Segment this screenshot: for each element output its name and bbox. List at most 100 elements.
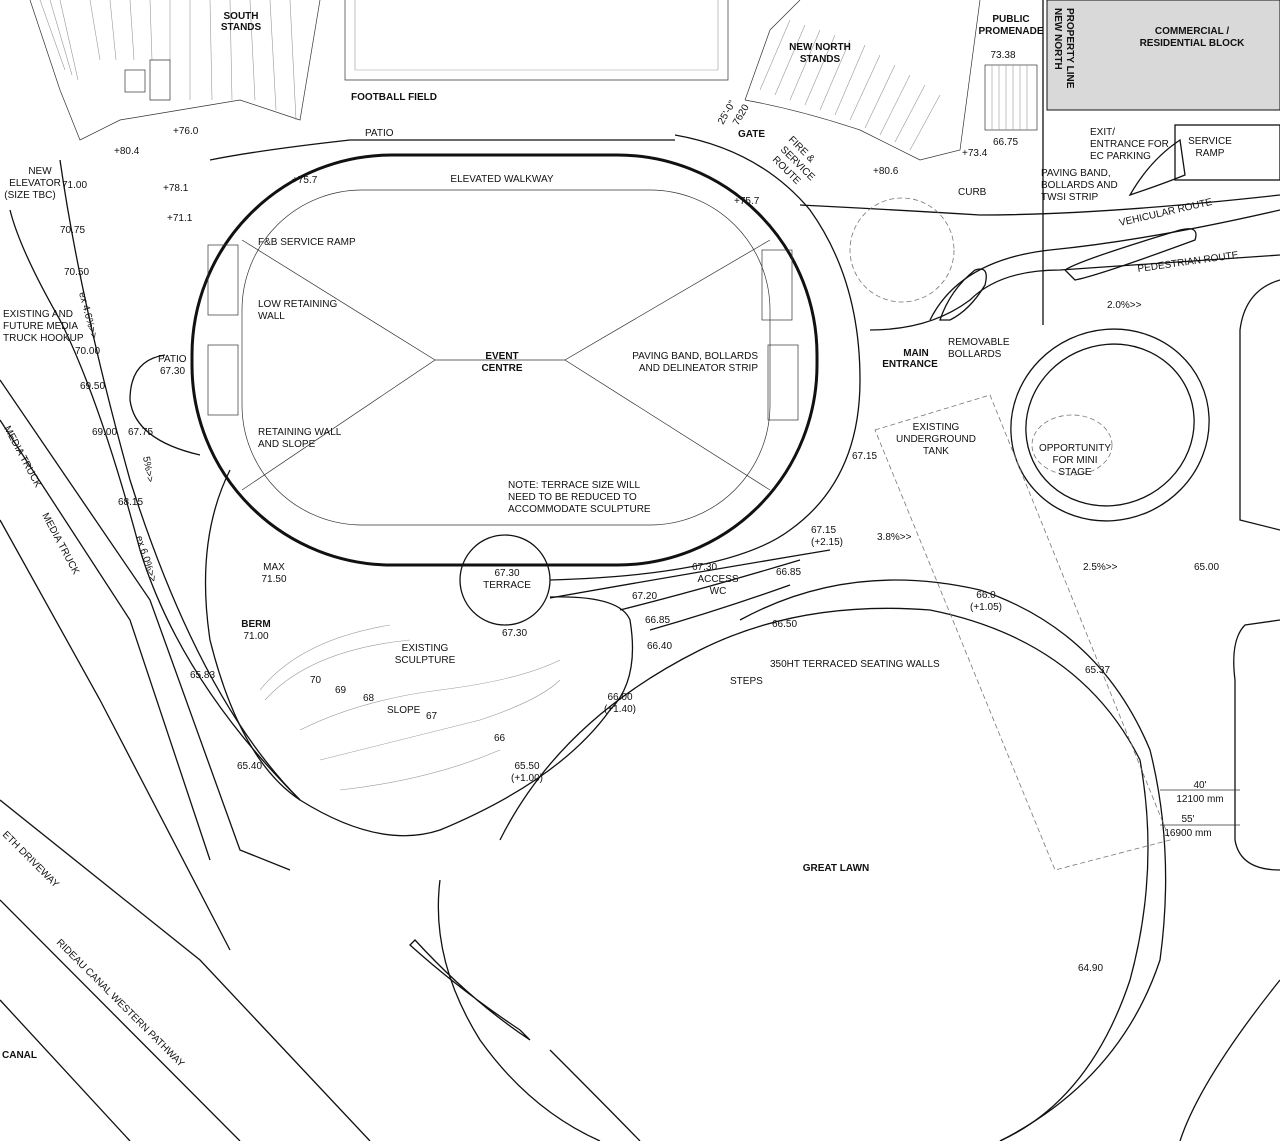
- label-elev-6600-2: (+1.40): [604, 704, 636, 715]
- label-contour-66: 66: [494, 733, 506, 744]
- label-elev-734: +73.4: [962, 148, 988, 159]
- label-commercial-2: RESIDENTIAL BLOCK: [1140, 38, 1246, 49]
- label-access-wc-2: WC: [710, 586, 727, 597]
- label-promenade-2: PROMENADE: [978, 26, 1043, 37]
- label-great-lawn: GREAT LAWN: [803, 863, 869, 874]
- label-pedestrian: PEDESTRIAN ROUTE: [1137, 250, 1240, 275]
- label-stage-1: OPPORTUNITY: [1039, 443, 1111, 454]
- label-paving-top-3: TWSI STRIP: [1041, 192, 1099, 203]
- label-media-truck-b: MEDIA TRUCK: [39, 511, 81, 577]
- label-elev-6490: 64.90: [1078, 963, 1103, 974]
- label-elev-6950: 69.50: [80, 381, 105, 392]
- label-note-1: NOTE: TERRACE SIZE WILL: [508, 480, 640, 491]
- label-grade-38: 3.8%>>: [877, 532, 912, 543]
- label-ex60: ex 6.0%>>: [133, 535, 158, 584]
- label-sculpture-2: SCULPTURE: [395, 655, 456, 666]
- label-elev-804: +80.4: [114, 146, 140, 157]
- label-elev-6715: 67.15: [852, 451, 877, 462]
- label-low-wall-1: LOW RETAINING: [258, 299, 337, 310]
- label-elev-6685b: 66.85: [645, 615, 670, 626]
- label-elev-781: +78.1: [163, 183, 189, 194]
- label-elev-757a: +75.7: [292, 175, 318, 186]
- label-elev-7075: 70.75: [60, 225, 85, 236]
- label-promenade-level: 73.38: [990, 50, 1015, 61]
- label-max-2: 71.50: [261, 574, 286, 585]
- label-driveway: ETH DRIVEWAY: [0, 829, 61, 890]
- label-exit-2: ENTRANCE FOR: [1090, 139, 1169, 150]
- label-note-2: NEED TO BE REDUCED TO: [508, 492, 637, 503]
- label-tank-1: EXISTING: [913, 422, 960, 433]
- label-terraced-walls: 350HT TERRACED SEATING WALLS: [770, 659, 940, 670]
- label-terrace-1: 67.30: [494, 568, 519, 579]
- label-retaining-2: AND SLOPE: [258, 439, 316, 450]
- label-elev-6640: 66.40: [647, 641, 672, 652]
- label-elev-6900: 69.00: [92, 427, 117, 438]
- label-gate: GATE: [738, 129, 765, 140]
- label-exit-3: EC PARKING: [1090, 151, 1151, 162]
- label-elev-6540: 65.40: [237, 761, 262, 772]
- label-patio-top: PATIO: [365, 128, 394, 139]
- label-steps: STEPS: [730, 676, 763, 687]
- label-dim-55: 55': [1181, 814, 1194, 825]
- label-berm: BERM: [241, 619, 270, 630]
- label-grade-25: 2.5%>>: [1083, 562, 1118, 573]
- label-note-3: ACCOMMODATE SCULPTURE: [508, 504, 651, 515]
- label-tank-2: UNDERGROUND: [896, 434, 976, 445]
- label-south-stands-1: SOUTH: [224, 11, 259, 22]
- label-media-3: TRUCK HOOKUP: [3, 333, 84, 344]
- label-commercial-1: COMMERCIAL /: [1155, 26, 1229, 37]
- label-elev-6720: 67.20: [632, 591, 657, 602]
- label-patio-left: PATIO: [158, 354, 187, 365]
- label-contour-67: 67: [426, 711, 438, 722]
- label-contour-68: 68: [363, 693, 375, 704]
- label-elev-6815: 68.15: [118, 497, 143, 508]
- label-elevator-3: (SIZE TBC): [4, 190, 55, 201]
- label-elev-806: +80.6: [873, 166, 899, 177]
- label-tank-3: TANK: [923, 446, 949, 457]
- label-paving-top-2: BOLLARDS AND: [1041, 180, 1118, 191]
- label-vehicular: VEHICULAR ROUTE: [1118, 197, 1213, 229]
- label-elev-6685a: 66.85: [776, 567, 801, 578]
- label-service-ramp-1: SERVICE: [1188, 136, 1232, 147]
- label-elev-6537: 65.37: [1085, 665, 1110, 676]
- label-elev-7000: 70.00: [75, 346, 100, 357]
- label-slope: SLOPE: [387, 705, 421, 716]
- label-dim-12100: 12100 mm: [1176, 794, 1223, 805]
- label-property-line-1: NEW NORTH: [1052, 8, 1063, 70]
- label-elev-760: +76.0: [173, 126, 199, 137]
- label-event-centre-1: EVENT: [485, 351, 518, 362]
- label-fb-ramp: F&B SERVICE RAMP: [258, 237, 356, 248]
- label-contour-70: 70: [310, 675, 322, 686]
- label-berm-level: 71.00: [243, 631, 268, 642]
- label-elev-757b: +75.7: [734, 196, 760, 207]
- label-bollards-2: BOLLARDS: [948, 349, 1002, 360]
- label-elev-711: +71.1: [167, 213, 193, 224]
- label-elevator-2: ELEVATOR: [9, 178, 61, 189]
- label-elev-660-2: (+1.05): [970, 602, 1002, 613]
- label-curb: CURB: [958, 187, 987, 198]
- label-low-wall-2: WALL: [258, 311, 285, 322]
- label-max-1: MAX: [263, 562, 285, 573]
- label-media-1: EXISTING AND: [3, 309, 73, 320]
- label-elev-6583: 65.83: [190, 670, 215, 681]
- label-grade-5: 5%>>: [140, 456, 155, 484]
- label-elev-6715b-2: (+2.15): [811, 537, 843, 548]
- label-grade-2: 2.0%>>: [1107, 300, 1142, 311]
- label-dim-16900: 16900 mm: [1164, 828, 1211, 839]
- label-south-stands-2: STANDS: [221, 22, 262, 33]
- label-canal: CANAL: [2, 1050, 37, 1061]
- label-elev-6675: 66.75: [993, 137, 1018, 148]
- label-canal-pathway: RIDEAU CANAL WESTERN PATHWAY: [54, 937, 186, 1069]
- label-elev-6715b-1: 67.15: [811, 525, 836, 536]
- label-dim-40: 40': [1193, 780, 1206, 791]
- label-main-entrance-2: ENTRANCE: [882, 359, 938, 370]
- label-elev-6600-1: 66.00: [607, 692, 632, 703]
- label-elev-7100: 71.00: [62, 180, 87, 191]
- label-elevator-1: NEW: [28, 166, 52, 177]
- label-elev-6650: 66.50: [772, 619, 797, 630]
- label-event-centre-2: CENTRE: [481, 363, 522, 374]
- label-elev-6550-2: (+1.00): [511, 773, 543, 784]
- label-elev-7050: 70.50: [64, 267, 89, 278]
